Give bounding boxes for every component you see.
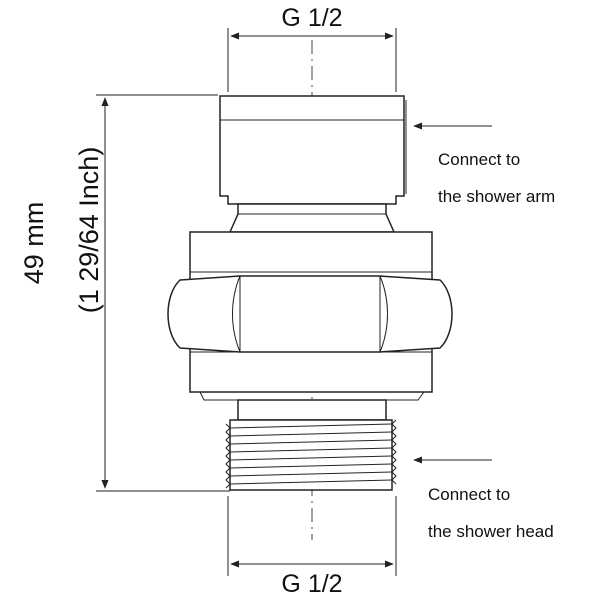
callout-top-line1: Connect to (438, 150, 520, 169)
neck (228, 203, 396, 233)
height-dimension: 49 mm (1 29/64 Inch) (19, 94, 230, 492)
bottom-thread-dimension: G 1/2 (227, 496, 397, 598)
callout-top-line2: the shower arm (438, 187, 555, 206)
height-inch-label: (1 29/64 Inch) (74, 147, 104, 314)
callout-shower-head: Connect to the shower head (413, 456, 554, 541)
hex-nut (167, 275, 453, 353)
top-thread-label: G 1/2 (281, 4, 342, 32)
callout-bottom-line2: the shower head (428, 522, 554, 541)
height-mm-label: 49 mm (19, 202, 49, 285)
male-thread (225, 419, 397, 491)
top-socket (219, 95, 407, 205)
bottom-thread-label: G 1/2 (281, 570, 342, 598)
callout-shower-arm: Connect to the shower arm (413, 122, 555, 206)
top-thread-dimension: G 1/2 (227, 4, 397, 92)
callout-bottom-line1: Connect to (428, 485, 510, 504)
collar (237, 399, 387, 421)
